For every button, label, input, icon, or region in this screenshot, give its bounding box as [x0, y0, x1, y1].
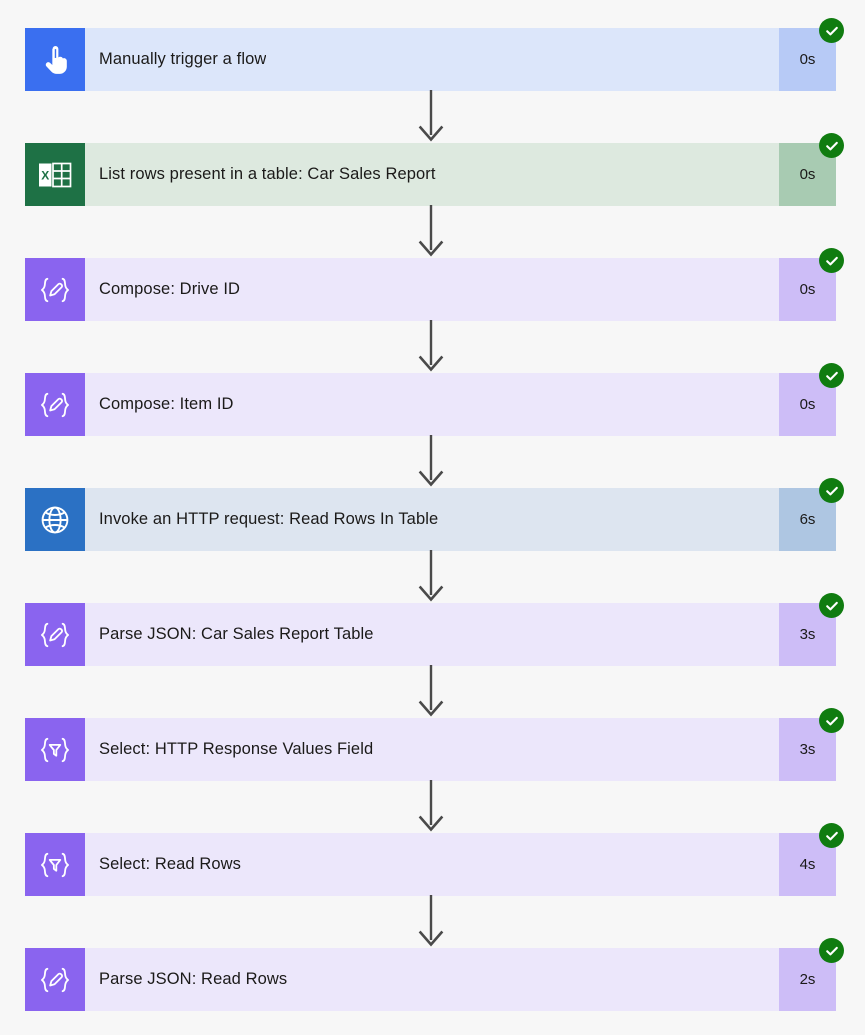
flow-step-card[interactable]: X List rows present in a table: Car Sales… [25, 133, 844, 206]
flow-step-body[interactable]: Parse JSON: Read Rows [85, 948, 779, 1011]
flow-step-title: Select: Read Rows [99, 855, 242, 873]
select-braces-funnel-icon [25, 718, 85, 781]
status-badge-succeeded [819, 133, 844, 158]
flow-step-body[interactable]: List rows present in a table: Car Sales … [85, 143, 779, 206]
touch-trigger-icon [25, 28, 85, 91]
globe-icon [25, 488, 85, 551]
compose-braces-pencil-icon [25, 948, 85, 1011]
compose-braces-pencil-icon [25, 373, 85, 436]
flow-step-body[interactable]: Parse JSON: Car Sales Report Table [85, 603, 779, 666]
status-badge-succeeded [819, 18, 844, 43]
svg-text:X: X [41, 168, 49, 182]
flow-step-title: Parse JSON: Read Rows [99, 970, 288, 988]
flow-connector-arrow [411, 895, 451, 947]
status-badge-succeeded [819, 248, 844, 273]
flow-step-card[interactable]: Invoke an HTTP request: Read Rows In Tab… [25, 478, 844, 551]
flow-step-body[interactable]: Invoke an HTTP request: Read Rows In Tab… [85, 488, 779, 551]
status-badge-succeeded [819, 708, 844, 733]
flow-connector-arrow [411, 550, 451, 602]
flow-step-title: List rows present in a table: Car Sales … [99, 165, 436, 183]
flow-connector-arrow [411, 90, 451, 142]
status-badge-succeeded [819, 938, 844, 963]
flow-connector-arrow [411, 205, 451, 257]
excel-table-icon: X [25, 143, 85, 206]
flow-step-body[interactable]: Compose: Item ID [85, 373, 779, 436]
status-badge-succeeded [819, 363, 844, 388]
flow-step-body[interactable]: Compose: Drive ID [85, 258, 779, 321]
status-badge-succeeded [819, 478, 844, 503]
flow-step-body[interactable]: Manually trigger a flow [85, 28, 779, 91]
compose-braces-pencil-icon [25, 258, 85, 321]
flow-step-title: Compose: Drive ID [99, 280, 241, 298]
flow-step-title: Invoke an HTTP request: Read Rows In Tab… [99, 510, 439, 528]
compose-braces-pencil-icon [25, 603, 85, 666]
status-badge-succeeded [819, 823, 844, 848]
flow-step-title: Select: HTTP Response Values Field [99, 740, 374, 758]
flow-step-body[interactable]: Select: HTTP Response Values Field [85, 718, 779, 781]
flow-connector-arrow [411, 665, 451, 717]
flow-connector-arrow [411, 320, 451, 372]
select-braces-funnel-icon [25, 833, 85, 896]
flow-connector-arrow [411, 780, 451, 832]
status-badge-succeeded [819, 593, 844, 618]
flow-step-body[interactable]: Select: Read Rows [85, 833, 779, 896]
flow-step-title: Compose: Item ID [99, 395, 234, 413]
flow-step-title: Manually trigger a flow [99, 50, 267, 68]
flow-step-title: Parse JSON: Car Sales Report Table [99, 625, 374, 643]
flow-connector-arrow [411, 435, 451, 487]
